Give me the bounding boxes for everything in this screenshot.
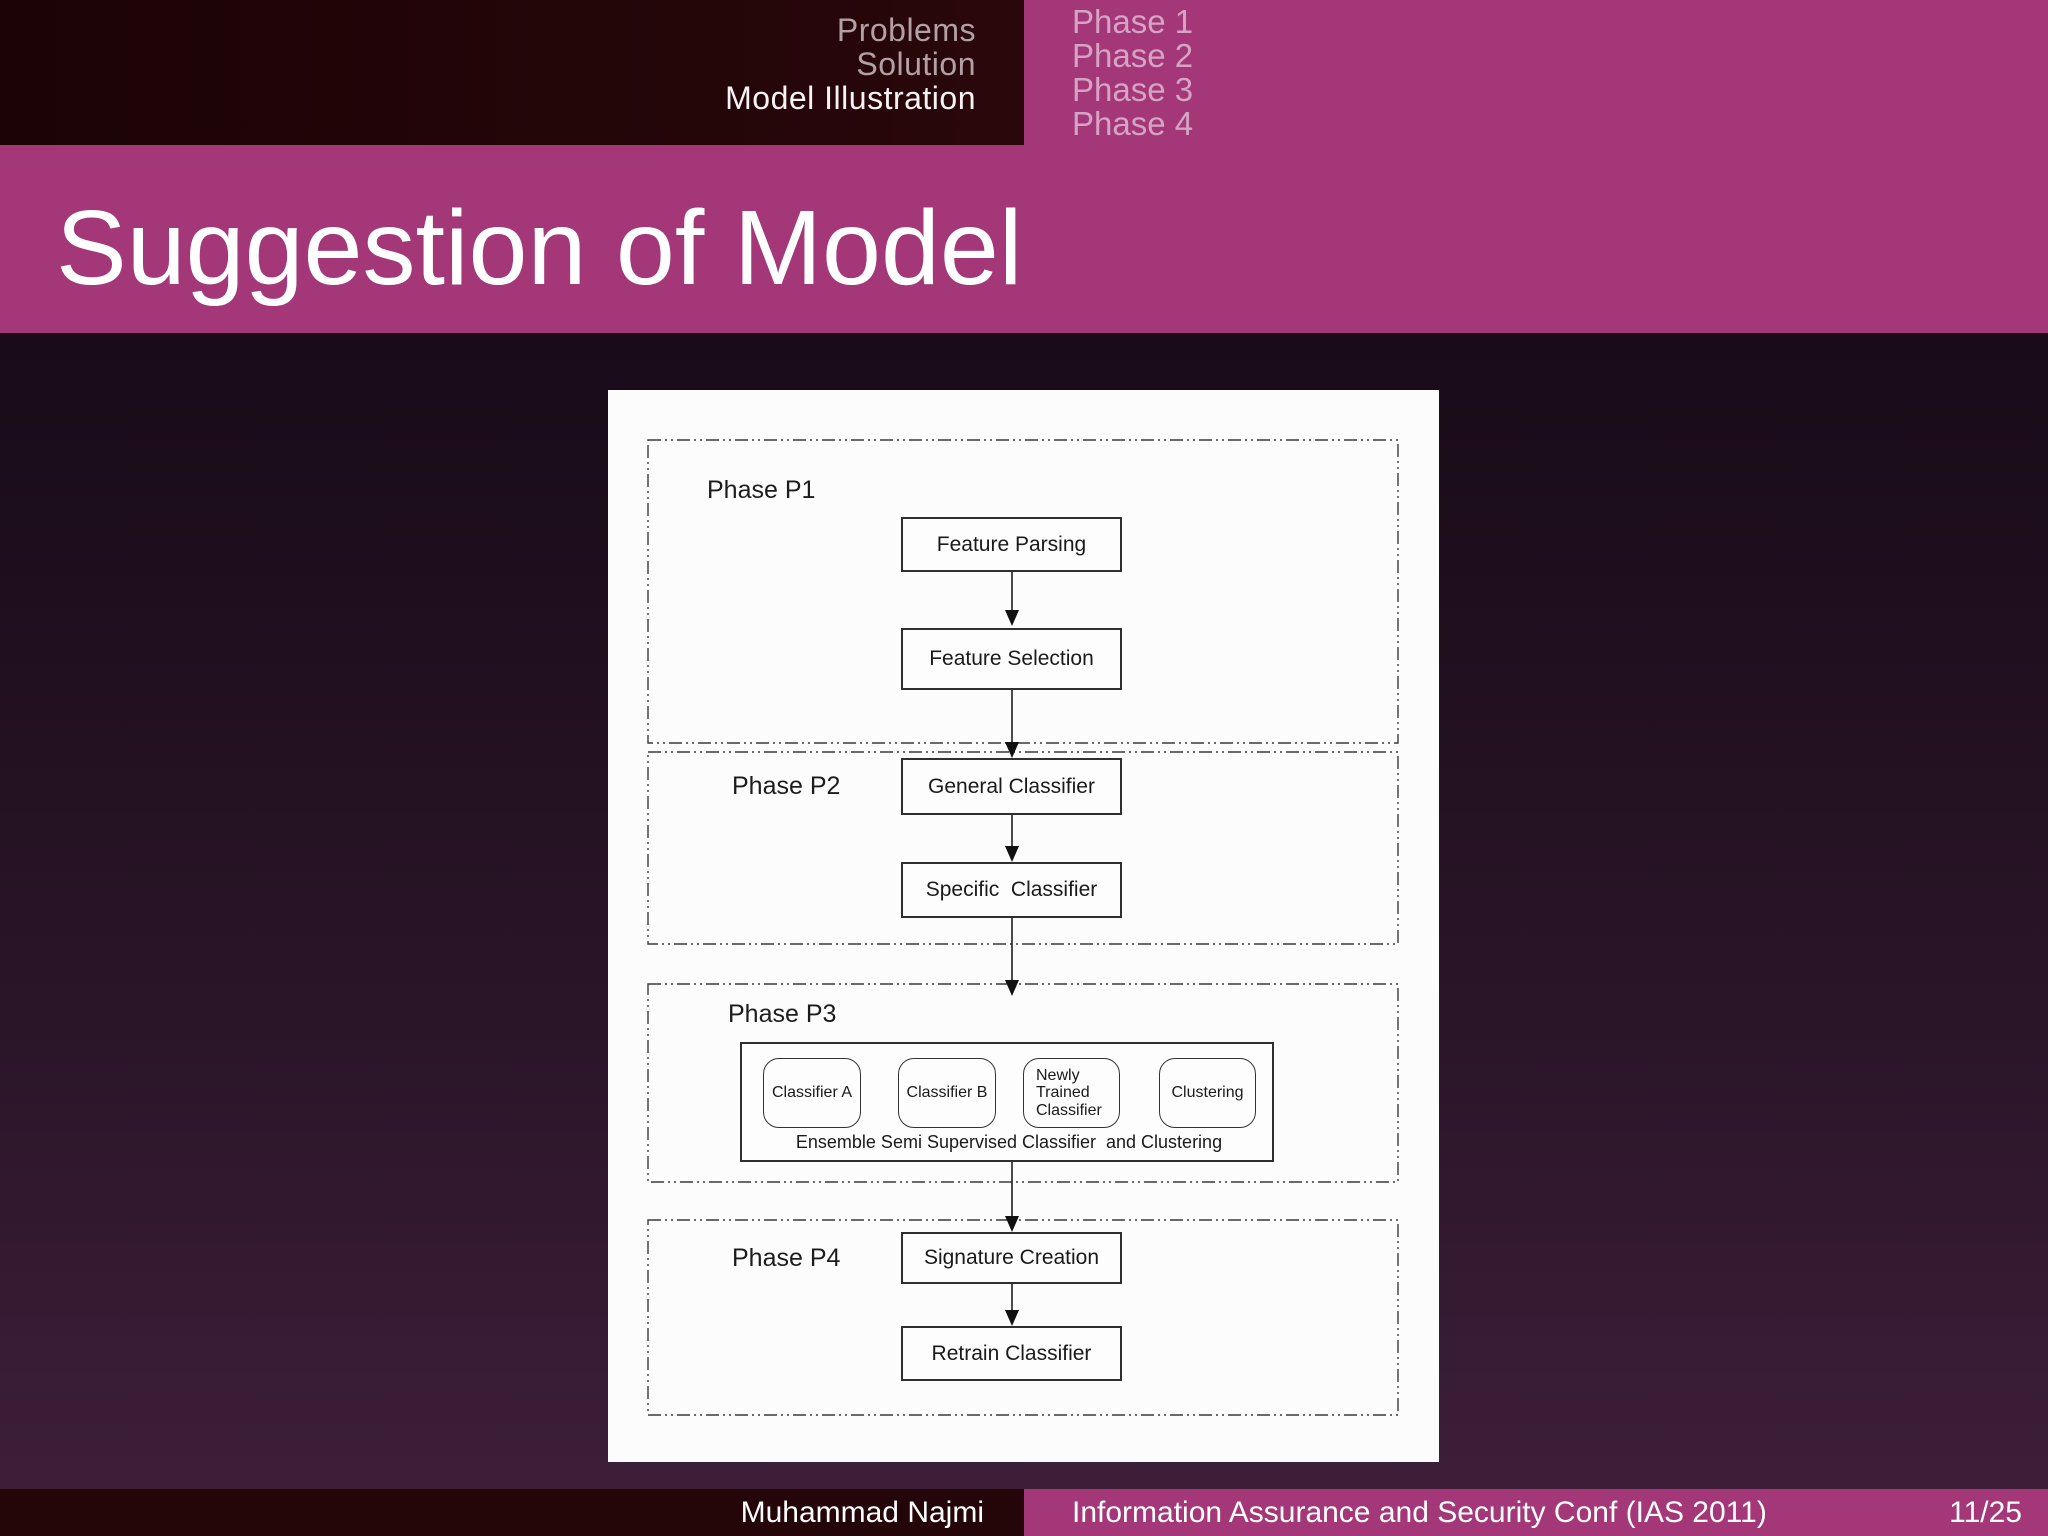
- arrowhead: [1005, 610, 1019, 626]
- classifier-a-label: Classifier A: [771, 1084, 853, 1101]
- footer-author-block: Muhammad Najmi: [0, 1489, 1024, 1536]
- newly-trained-classifier-label: Newly Trained Classifier: [1036, 1066, 1102, 1119]
- footer-page-number: 11/25: [1949, 1495, 2022, 1529]
- nav-item-phase-4[interactable]: Phase 4: [1072, 105, 1194, 142]
- header-nav-sections: Problems Solution Model Illustration: [0, 0, 1024, 145]
- ensemble-box: Classifier A Classifier B Newly Trained …: [740, 1042, 1274, 1162]
- arrowhead: [1005, 846, 1019, 862]
- phase-p4-label: Phase P4: [732, 1244, 841, 1272]
- signature-creation-label: Signature Creation: [923, 1246, 1100, 1269]
- nav-item-phase-3[interactable]: Phase 3: [1072, 71, 1194, 108]
- clustering-label: Clustering: [1171, 1084, 1244, 1101]
- header: Problems Solution Model Illustration Pha…: [0, 0, 2048, 145]
- feature-selection-label: Feature Selection: [929, 647, 1094, 670]
- footer: Muhammad Najmi Information Assurance and…: [0, 1489, 2048, 1536]
- general-classifier-box: General Classifier: [901, 758, 1122, 815]
- phase-p4-region-border: [647, 1219, 1399, 1416]
- nav-item-phase-2[interactable]: Phase 2: [1072, 37, 1194, 74]
- classifier-a-box: Classifier A: [763, 1058, 861, 1128]
- diagram-lines-layer: [647, 439, 1399, 1416]
- retrain-classifier-box: Retrain Classifier: [901, 1326, 1122, 1381]
- footer-conference: Information Assurance and Security Conf …: [1072, 1495, 1767, 1529]
- nav-item-model-illustration[interactable]: Model Illustration: [725, 80, 976, 116]
- arrowhead: [1005, 742, 1019, 758]
- nav-item-solution[interactable]: Solution: [856, 46, 976, 82]
- phase-p3-label: Phase P3: [728, 1000, 837, 1028]
- slide-body: Phase P1 Phase P2 Phase P3 Phase P4 Feat…: [0, 333, 2048, 1489]
- footer-author: Muhammad Najmi: [740, 1495, 984, 1529]
- clustering-box: Clustering: [1159, 1058, 1256, 1128]
- signature-creation-box: Signature Creation: [901, 1232, 1122, 1284]
- newly-trained-classifier-box: Newly Trained Classifier: [1023, 1058, 1120, 1128]
- retrain-classifier-label: Retrain Classifier: [931, 1341, 1092, 1365]
- nav-item-problems[interactable]: Problems: [836, 12, 976, 48]
- ensemble-caption: Ensemble Semi Supervised Classifier and …: [795, 1132, 1223, 1152]
- arrowhead: [1005, 1216, 1019, 1232]
- feature-selection-box: Feature Selection: [901, 628, 1122, 690]
- model-diagram: Phase P1 Phase P2 Phase P3 Phase P4 Feat…: [608, 390, 1439, 1462]
- classifier-b-label: Classifier B: [906, 1084, 988, 1101]
- phase-p1-region-border: [647, 439, 1399, 744]
- footer-conference-block: Information Assurance and Security Conf …: [1024, 1489, 2048, 1536]
- slide-title: Suggestion of Model: [56, 188, 1023, 307]
- phase-p1-label: Phase P1: [707, 476, 816, 504]
- classifier-b-box: Classifier B: [898, 1058, 996, 1128]
- general-classifier-label: General Classifier: [928, 774, 1095, 798]
- nav-item-phase-1[interactable]: Phase 1: [1072, 3, 1194, 40]
- title-bar: Suggestion of Model: [0, 145, 2048, 333]
- specific-classifier-label: Specific Classifier: [925, 878, 1098, 901]
- specific-classifier-box: Specific Classifier: [901, 862, 1122, 918]
- phase-p2-region-border: [647, 751, 1399, 945]
- feature-parsing-label: Feature Parsing: [936, 532, 1087, 556]
- arrowhead: [1005, 1310, 1019, 1326]
- header-nav-phases: Phase 1 Phase 2 Phase 3 Phase 4: [1024, 0, 2048, 145]
- arrowhead: [1005, 980, 1019, 996]
- phase-p2-label: Phase P2: [732, 772, 841, 800]
- phase-p3-region-border: [647, 983, 1399, 1183]
- feature-parsing-box: Feature Parsing: [901, 517, 1122, 572]
